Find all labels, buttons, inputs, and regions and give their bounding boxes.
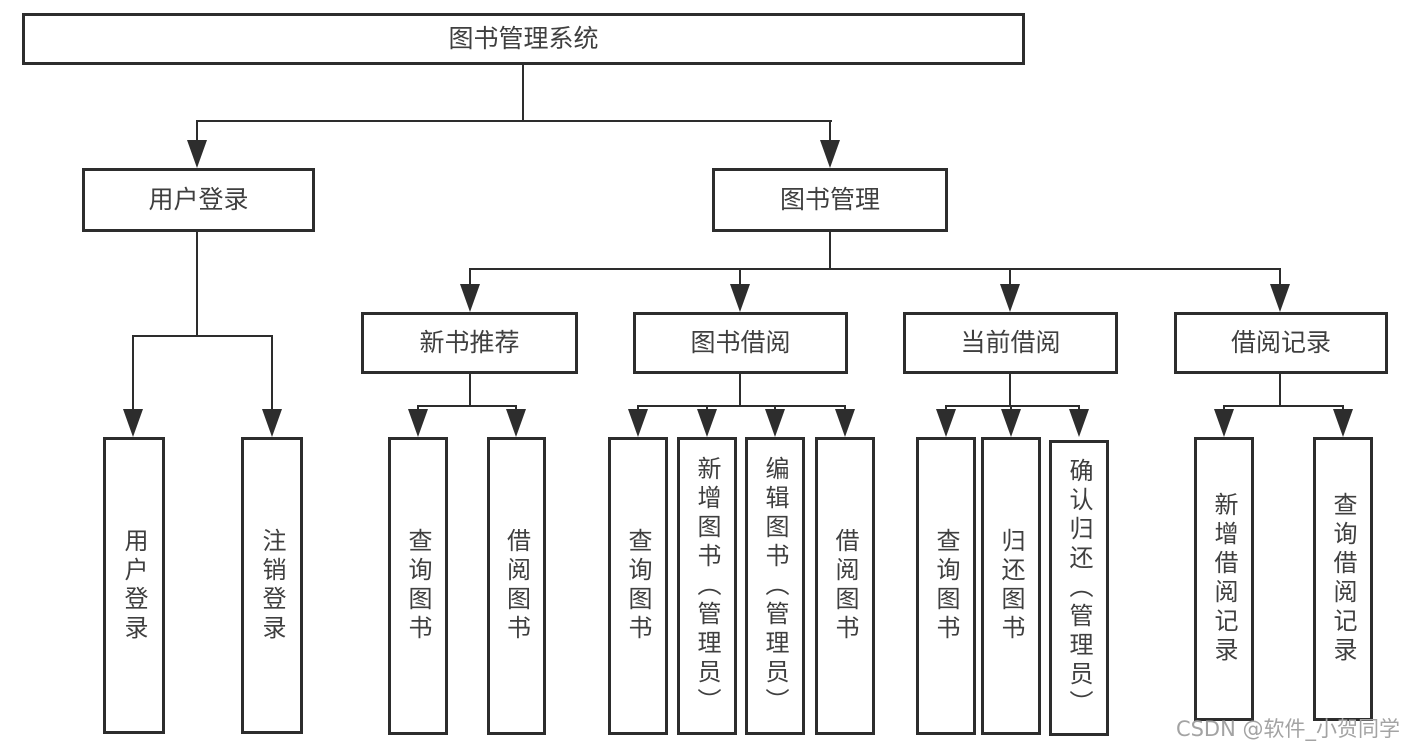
connector-line	[271, 335, 273, 411]
node-label: 图书管理系统	[448, 24, 599, 53]
arrowhead-down-icon	[765, 409, 785, 437]
node-label: 用户登录	[148, 185, 249, 214]
connector-line	[469, 268, 1281, 270]
leaf-label: 新增借阅记录	[1210, 492, 1238, 666]
connector-line	[945, 405, 1080, 407]
leaf-query-books-borrowing: 查询图书	[608, 437, 668, 735]
leaf-confirm-return-admin: 确认归还（管理员）	[1049, 440, 1109, 736]
csdn-watermark: CSDN @软件_小贺同学	[1175, 717, 1400, 741]
connector-line	[196, 232, 198, 335]
connector-line	[637, 405, 846, 407]
leaf-query-books-recommend: 查询图书	[388, 437, 448, 735]
arrowhead-down-icon	[460, 284, 480, 312]
leaf-label: 借阅图书	[502, 528, 531, 644]
leaf-label: 新增图书（管理员）	[693, 455, 721, 717]
node-user-login: 用户登录	[82, 168, 315, 232]
arrowhead-down-icon	[820, 140, 840, 168]
connector-line	[1279, 374, 1281, 405]
arrowhead-down-icon	[628, 409, 648, 437]
connector-line	[132, 335, 273, 337]
arrowhead-down-icon	[1333, 409, 1353, 437]
leaf-label: 查询借阅记录	[1329, 492, 1357, 666]
leaf-label: 编辑图书（管理员）	[761, 455, 789, 717]
leaf-query-books-current: 查询图书	[916, 437, 976, 735]
leaf-label: 查询图书	[624, 528, 652, 644]
node-label: 借阅记录	[1230, 328, 1331, 357]
node-book-management: 图书管理	[712, 168, 948, 232]
connector-line	[829, 120, 831, 144]
node-borrowing-records: 借阅记录	[1174, 312, 1388, 374]
arrowhead-down-icon	[262, 409, 282, 437]
arrowhead-down-icon	[1069, 409, 1089, 437]
leaf-logout: 注销登录	[241, 437, 303, 734]
arrowhead-down-icon	[835, 409, 855, 437]
leaf-label: 确认归还（管理员）	[1065, 457, 1093, 719]
connector-line	[1223, 405, 1344, 407]
connector-line	[469, 374, 471, 405]
arrowhead-down-icon	[408, 409, 428, 437]
arrowhead-down-icon	[1214, 409, 1234, 437]
connector-line	[196, 120, 198, 144]
arrowhead-down-icon	[936, 409, 956, 437]
connector-line	[522, 65, 524, 120]
arrowhead-down-icon	[123, 409, 143, 437]
leaf-label: 查询图书	[932, 528, 960, 644]
connector-line	[1009, 268, 1011, 286]
leaf-borrow-books-borrowing: 借阅图书	[815, 437, 875, 735]
node-book-borrowing: 图书借阅	[633, 312, 848, 374]
node-label: 图书管理	[779, 185, 880, 214]
leaf-edit-book-admin: 编辑图书（管理员）	[745, 437, 805, 735]
arrowhead-down-icon	[187, 140, 207, 168]
connector-line	[196, 120, 832, 122]
connector-line	[1279, 268, 1281, 286]
leaf-add-borrow-record: 新增借阅记录	[1194, 437, 1254, 721]
leaf-query-borrow-record: 查询借阅记录	[1313, 437, 1373, 721]
connector-line	[469, 268, 471, 286]
leaf-label: 归还图书	[997, 528, 1025, 644]
node-root-system: 图书管理系统	[22, 13, 1025, 65]
leaf-label: 借阅图书	[831, 528, 859, 644]
connector-line	[739, 374, 741, 405]
arrowhead-down-icon	[697, 409, 717, 437]
leaf-label: 查询图书	[404, 528, 432, 644]
connector-line	[829, 232, 831, 268]
leaf-add-book-admin: 新增图书（管理员）	[677, 437, 737, 735]
connector-line	[417, 405, 517, 407]
arrowhead-down-icon	[730, 284, 750, 312]
node-label: 图书借阅	[690, 328, 791, 357]
arrowhead-down-icon	[506, 409, 526, 437]
leaf-label: 注销登录	[258, 527, 286, 644]
connector-line	[1009, 374, 1011, 405]
connector-line	[739, 268, 741, 286]
arrowhead-down-icon	[1001, 409, 1021, 437]
leaf-label: 用户登录	[120, 527, 148, 644]
connector-line	[132, 335, 134, 411]
arrowhead-down-icon	[1000, 284, 1020, 312]
leaf-return-book: 归还图书	[981, 437, 1041, 735]
node-new-book-recommend: 新书推荐	[361, 312, 578, 374]
node-label: 新书推荐	[419, 328, 520, 357]
node-current-borrowing: 当前借阅	[903, 312, 1118, 374]
node-label: 当前借阅	[960, 328, 1061, 357]
arrowhead-down-icon	[1270, 284, 1290, 312]
leaf-user-login: 用户登录	[103, 437, 165, 734]
leaf-borrow-books-recommend: 借阅图书	[487, 437, 546, 735]
